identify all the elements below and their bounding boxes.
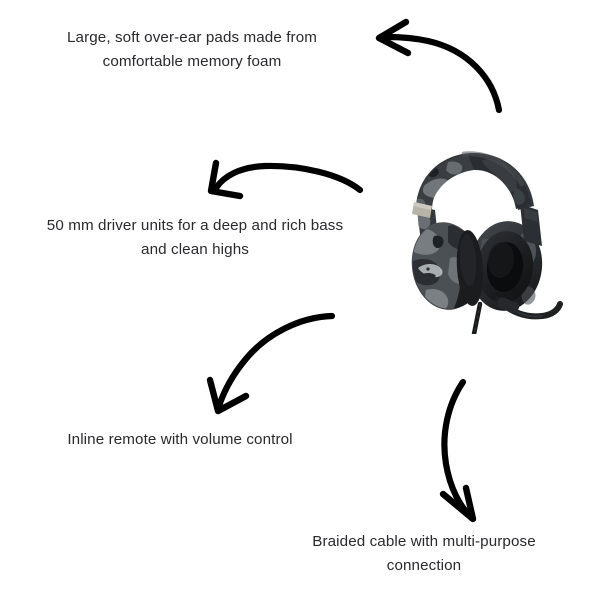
headset-boom-microphone xyxy=(495,297,563,320)
mic-capsule xyxy=(497,297,520,314)
headset-right-yoke xyxy=(520,204,542,246)
arrow-to-earpads xyxy=(375,18,503,114)
callout-label-driver-units: 50 mm driver units for a deep and rich b… xyxy=(46,217,344,258)
callout-label-inline-remote: Inline remote with volume control xyxy=(67,431,293,448)
brand-logo xyxy=(418,264,443,279)
arrow-to-remote xyxy=(206,312,336,415)
arrow-to-drivers xyxy=(207,159,364,200)
callout-label-braided-cable: Braided cable with multi-purpose connect… xyxy=(312,533,536,574)
callout-label-over-ear-pads: Large, soft over-ear pads made from comf… xyxy=(67,29,317,70)
headset-right-earcup xyxy=(469,221,543,311)
product-image-headset xyxy=(406,151,563,334)
arrow-to-cable xyxy=(439,378,477,523)
headset-cable xyxy=(471,301,483,334)
